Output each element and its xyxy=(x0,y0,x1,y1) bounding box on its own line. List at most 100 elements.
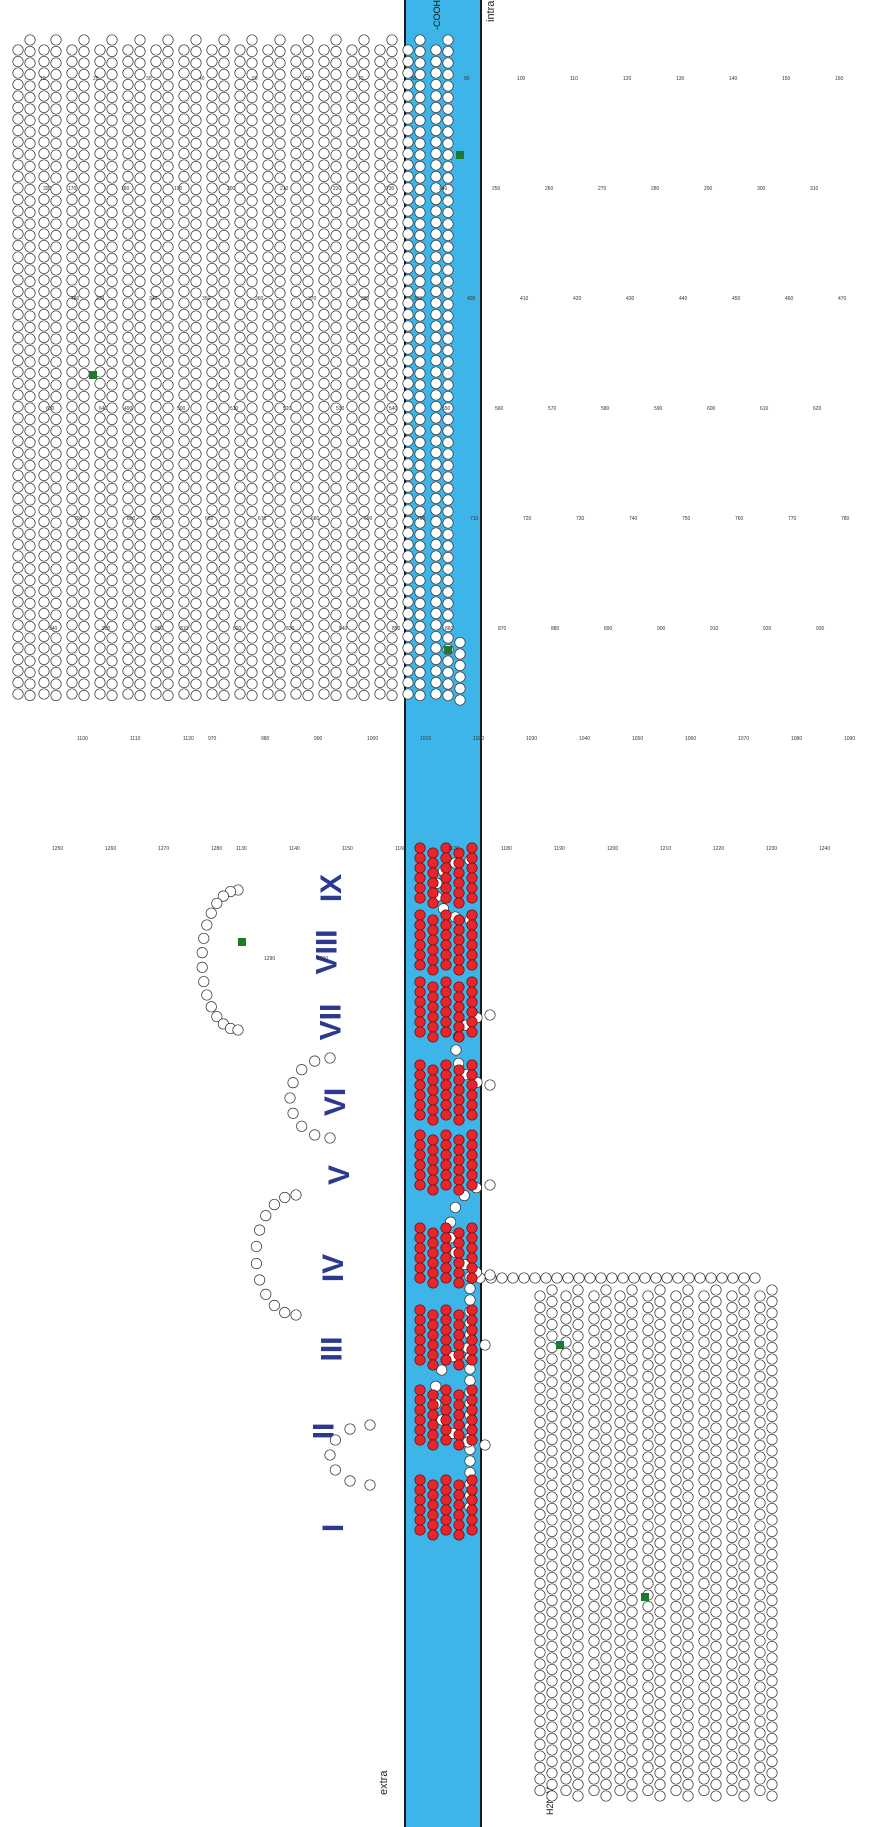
residue xyxy=(453,1247,465,1259)
residue xyxy=(414,540,426,552)
residue xyxy=(414,298,426,311)
residue xyxy=(766,1698,778,1710)
residue xyxy=(358,183,370,196)
residue xyxy=(330,379,342,391)
residue xyxy=(106,620,118,633)
residue-number: 660 xyxy=(205,516,214,522)
residue xyxy=(290,1189,302,1201)
residue xyxy=(453,857,465,869)
residue xyxy=(94,343,106,355)
residue xyxy=(330,310,342,322)
residue xyxy=(430,182,442,194)
residue xyxy=(654,1387,666,1400)
residue-number: 110 xyxy=(570,76,578,82)
residue xyxy=(682,1376,694,1388)
residue xyxy=(24,517,36,529)
residue xyxy=(440,1006,452,1018)
residue xyxy=(78,68,90,81)
residue xyxy=(430,320,442,332)
residue xyxy=(206,665,218,677)
residue xyxy=(346,538,358,551)
residue xyxy=(710,1433,722,1446)
residue xyxy=(162,34,174,46)
residue xyxy=(738,1318,750,1331)
residue xyxy=(38,147,50,160)
residue xyxy=(254,1224,266,1236)
residue-number: 380 xyxy=(361,296,370,302)
residue xyxy=(122,423,134,436)
residue xyxy=(234,44,246,56)
residue xyxy=(442,321,454,334)
residue xyxy=(24,459,36,472)
residue xyxy=(440,1404,452,1416)
residue xyxy=(427,944,439,956)
residue xyxy=(626,1640,638,1653)
residue xyxy=(374,182,386,194)
residue xyxy=(698,1359,710,1371)
residue xyxy=(386,655,398,667)
residue xyxy=(442,275,454,288)
residue-number: 770 xyxy=(788,516,797,522)
residue xyxy=(234,251,246,263)
residue xyxy=(78,586,90,598)
residue xyxy=(654,1721,666,1733)
residue xyxy=(94,676,106,689)
residue xyxy=(466,1232,478,1244)
residue-number: 720 xyxy=(523,516,532,522)
residue xyxy=(162,126,174,138)
residue xyxy=(38,251,50,263)
residue xyxy=(318,504,330,516)
residue xyxy=(430,170,442,183)
residue xyxy=(560,1589,572,1601)
residue xyxy=(134,540,146,552)
residue xyxy=(466,929,478,941)
residue xyxy=(12,78,24,91)
residue xyxy=(626,1721,638,1733)
residue xyxy=(534,1715,546,1728)
residue xyxy=(572,1571,584,1584)
residue xyxy=(654,1790,666,1802)
residue xyxy=(682,1284,694,1296)
residue xyxy=(290,596,302,608)
residue xyxy=(454,682,466,695)
residue xyxy=(318,228,330,240)
residue xyxy=(466,1494,478,1506)
residue xyxy=(534,1704,546,1716)
residue xyxy=(346,124,358,137)
residue xyxy=(218,448,230,460)
residue xyxy=(290,504,302,516)
residue xyxy=(546,1675,558,1687)
residue xyxy=(546,1295,558,1308)
residue xyxy=(78,643,90,656)
residue-number: 480 xyxy=(71,296,80,302)
residue xyxy=(442,655,454,667)
residue xyxy=(66,44,78,56)
residue xyxy=(106,540,118,552)
residue xyxy=(626,1410,638,1423)
residue xyxy=(38,274,50,286)
residue xyxy=(122,343,134,355)
residue xyxy=(78,666,90,679)
residue xyxy=(162,333,174,345)
residue xyxy=(262,446,274,459)
residue xyxy=(50,183,62,196)
residue xyxy=(78,471,90,483)
residue xyxy=(670,1566,682,1578)
residue xyxy=(698,1623,710,1636)
residue xyxy=(654,1675,666,1687)
residue xyxy=(442,678,454,690)
residue xyxy=(642,1439,654,1452)
residue xyxy=(50,666,62,679)
residue xyxy=(754,1347,766,1360)
residue xyxy=(66,596,78,608)
residue xyxy=(698,1393,710,1406)
residue xyxy=(290,113,302,125)
residue xyxy=(710,1330,722,1342)
residue xyxy=(588,1658,600,1670)
residue xyxy=(442,333,454,345)
residue xyxy=(246,45,258,58)
residue-number: 180 xyxy=(121,186,130,192)
residue xyxy=(440,1179,452,1191)
residue xyxy=(162,252,174,265)
residue xyxy=(190,114,202,127)
